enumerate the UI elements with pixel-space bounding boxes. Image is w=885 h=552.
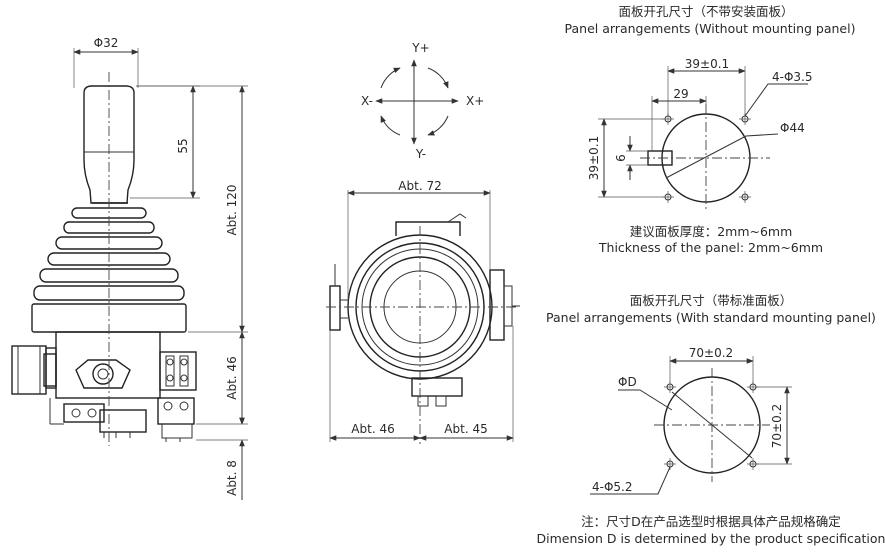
bottom-height-label: Abt. 8: [225, 460, 239, 496]
axis-y-plus: Y+: [411, 41, 429, 55]
joystick-knob: [83, 85, 135, 204]
panel1-holes-label: 4-Φ3.5: [772, 70, 813, 84]
top-right-width-label: Abt. 45: [444, 422, 487, 436]
side-view: Φ32 55 Abt. 120 Abt. 46 Abt. 8: [11, 36, 248, 500]
panel2-holes-label: 4-Φ5.2: [592, 480, 633, 494]
knob-height-label: 55: [176, 138, 190, 153]
top-width-label: Abt. 72: [398, 179, 441, 193]
upper-height-label: Abt. 120: [225, 184, 239, 235]
panel1-hole-spacing-h: 39±0.1: [685, 57, 729, 71]
panel2-title-cn: 面板开孔尺寸（带标准面板）: [630, 293, 793, 308]
panel2-hole-spacing-v: 70±0.2: [770, 404, 784, 448]
direction-axes: Y+ Y- X+ X-: [361, 41, 484, 161]
panel1-hole-spacing-v: 39±0.1: [587, 136, 601, 180]
panel-cutout-no-plate: 面板开孔尺寸（不带安装面板） Panel arrangements (Witho…: [565, 4, 856, 255]
note-en: Dimension D is determined by the product…: [537, 531, 885, 546]
axis-x-plus: X+: [466, 94, 484, 108]
knob-diameter-label: Φ32: [94, 36, 119, 50]
mechanism-body: [11, 331, 197, 442]
lower-height-label: Abt. 46: [225, 356, 239, 399]
panel2-hole-spacing-h: 70±0.2: [689, 346, 733, 360]
note-cn: 注：尺寸D在产品选型时根据具体产品规格确定: [581, 514, 841, 529]
panel1-dim-29: 29: [673, 87, 688, 101]
top-view: Abt. 72 Abt. 46 Abt. 45: [326, 179, 520, 444]
axis-y-minus: Y-: [415, 147, 426, 161]
axis-x-minus: X-: [361, 94, 373, 108]
top-left-width-label: Abt. 46: [351, 422, 394, 436]
panel-cutout-with-plate: 面板开孔尺寸（带标准面板） Panel arrangements (With s…: [546, 293, 876, 495]
panel1-thickness-cn: 建议面板厚度：2mm~6mm: [630, 224, 793, 239]
panel1-diameter-label: Φ44: [780, 121, 805, 135]
panel2-title-en: Panel arrangements (With standard mounti…: [546, 310, 876, 325]
panel1-thickness-en: Thickness of the panel: 2mm~6mm: [598, 240, 823, 255]
panel1-dim-6: 6: [614, 154, 628, 162]
panel1-title-cn: 面板开孔尺寸（不带安装面板）: [618, 4, 793, 19]
panel1-title-en: Panel arrangements (Without mounting pan…: [565, 21, 856, 36]
panel2-diameter-label: ΦD: [618, 375, 637, 389]
